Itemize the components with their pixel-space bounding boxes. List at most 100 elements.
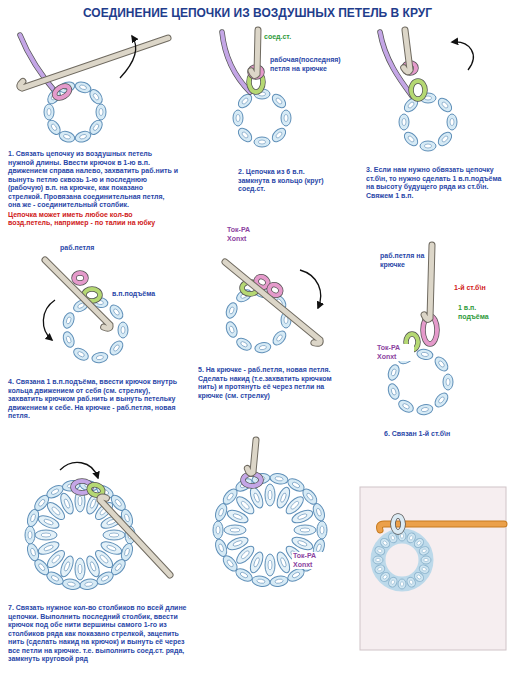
crochet-hook xyxy=(404,30,410,72)
chain-stitch-inner xyxy=(100,575,109,583)
chain-stitch xyxy=(373,556,383,564)
watermark: Ток-РА Xonxt xyxy=(226,226,268,243)
chain-stitch-inner xyxy=(63,498,70,509)
chain-stitch-inner xyxy=(421,407,429,412)
chain-stitch xyxy=(443,374,453,390)
crochet-hook xyxy=(424,245,432,319)
chain-stitch xyxy=(224,301,239,319)
chain-stitch xyxy=(418,545,430,556)
chain-stitch-inner xyxy=(114,498,122,507)
chain-stitch xyxy=(399,114,409,130)
chain-stitch xyxy=(235,336,254,353)
chain-stitch-inner xyxy=(230,528,240,532)
chain-stitch-inner xyxy=(240,550,250,560)
step-caption: 1. Связать цепочку из воздушных петель н… xyxy=(8,150,178,210)
chain-stitch-inner xyxy=(416,574,421,579)
chain-stitch xyxy=(96,104,106,120)
chain-stitch-inner xyxy=(30,548,37,557)
chain-stitch xyxy=(213,502,229,522)
chain-stitch-inner xyxy=(77,351,85,358)
chain-stitch xyxy=(386,382,401,400)
chain-stitch-inner xyxy=(253,557,260,568)
chain-stitch xyxy=(270,329,288,348)
chain-stitch-inner xyxy=(240,341,248,348)
chain-stitch xyxy=(416,403,433,416)
chain-stitch xyxy=(269,472,288,485)
photo-hook xyxy=(380,524,505,530)
photo-ring xyxy=(378,536,426,584)
chain-stitch-inner xyxy=(38,563,46,572)
step-caption: 4. Связана 1 в.п.подъёма, ввести крючок … xyxy=(8,378,178,421)
chain-stitch-inner xyxy=(382,574,387,579)
chain-stitch-inner xyxy=(92,93,99,101)
chain-stitch-inner xyxy=(258,140,265,144)
direction-arrow xyxy=(300,270,321,308)
chain-stitch-inner xyxy=(421,567,426,572)
crochet-hook xyxy=(225,262,320,343)
chain-stitch-inner xyxy=(268,560,272,570)
callout-label: соед.ст. xyxy=(264,33,314,42)
chain-stitch-inner xyxy=(92,123,99,131)
chain-stitch xyxy=(432,391,450,410)
chain-stitch-inner xyxy=(38,498,46,507)
chain-stitch-inner xyxy=(400,582,403,587)
chain-stitch xyxy=(254,137,270,147)
chain-stitch-inner xyxy=(51,554,61,564)
chain-stitch-inner xyxy=(320,526,324,534)
chain-stitch xyxy=(236,92,254,110)
chain-stitch-inner xyxy=(89,561,96,572)
watermark: Ток-РА Xonxt xyxy=(292,552,330,569)
chain-stitch xyxy=(107,303,125,322)
chain-stitch-inner xyxy=(124,513,131,522)
chain-stitch xyxy=(398,579,406,589)
chain-stitch-inner xyxy=(226,492,234,501)
chain-stitch-inner xyxy=(446,378,450,385)
chain-stitch-inner xyxy=(377,548,382,553)
chain-stitch xyxy=(37,539,61,557)
chain-stitch-inner xyxy=(275,579,284,584)
yarn-loop xyxy=(53,84,72,101)
chain-stitch xyxy=(265,484,275,506)
chain-stitch-inner xyxy=(377,567,382,572)
yarn-loop xyxy=(393,516,403,532)
direction-arrow xyxy=(120,36,136,78)
step-caption: 6. Связан 1-й ст.б\н xyxy=(384,430,504,439)
chain-stitch-inner xyxy=(89,498,96,509)
chain-stitch xyxy=(61,330,76,348)
chain-stitch-inner xyxy=(78,496,82,506)
chain-stitch-inner xyxy=(229,306,235,314)
yarn-loop xyxy=(393,516,403,532)
chain-stitch-inner xyxy=(450,118,454,125)
chain-stitch-inner xyxy=(50,123,57,131)
chain-stitch-inner xyxy=(226,559,234,568)
chain-stitch-inner xyxy=(275,476,284,481)
chain-stitch-inner xyxy=(441,135,449,143)
chain-stitch-inner xyxy=(438,396,446,404)
chain-stitch-inner xyxy=(121,326,125,333)
chain-stitch-inner xyxy=(391,388,397,396)
callout-label: в.п.подъёма xyxy=(112,290,172,299)
chain-stitch xyxy=(45,118,62,137)
callout-label: 1-й ст.б\н xyxy=(454,284,506,293)
callout-label: раб.петля на крючке xyxy=(380,252,428,269)
crochet-hook xyxy=(247,440,256,473)
chain-stitch-inner xyxy=(240,500,250,510)
chain-stitch xyxy=(226,535,250,553)
chain-stitch-inner xyxy=(232,513,243,520)
chain-stitch xyxy=(265,554,275,576)
chain-stitch-inner xyxy=(290,500,300,510)
chain-stitch-inner xyxy=(232,540,243,547)
chain-stitch-inner xyxy=(280,492,287,503)
chain-stitch-inner xyxy=(402,118,406,125)
chain-stitch-inner xyxy=(241,131,249,139)
chain-stitch xyxy=(248,486,266,510)
chain-stitch-inner xyxy=(50,575,59,583)
chain-stitch-inner xyxy=(236,114,240,121)
crochet-hook xyxy=(20,38,168,88)
chain-stitch-inner xyxy=(109,533,119,537)
chain-stitch xyxy=(275,550,293,574)
note-text: Цепочка может иметь любое кол-во возд.пе… xyxy=(8,211,178,228)
chain-stitch-inner xyxy=(409,579,414,584)
chain-stitch xyxy=(270,126,288,144)
